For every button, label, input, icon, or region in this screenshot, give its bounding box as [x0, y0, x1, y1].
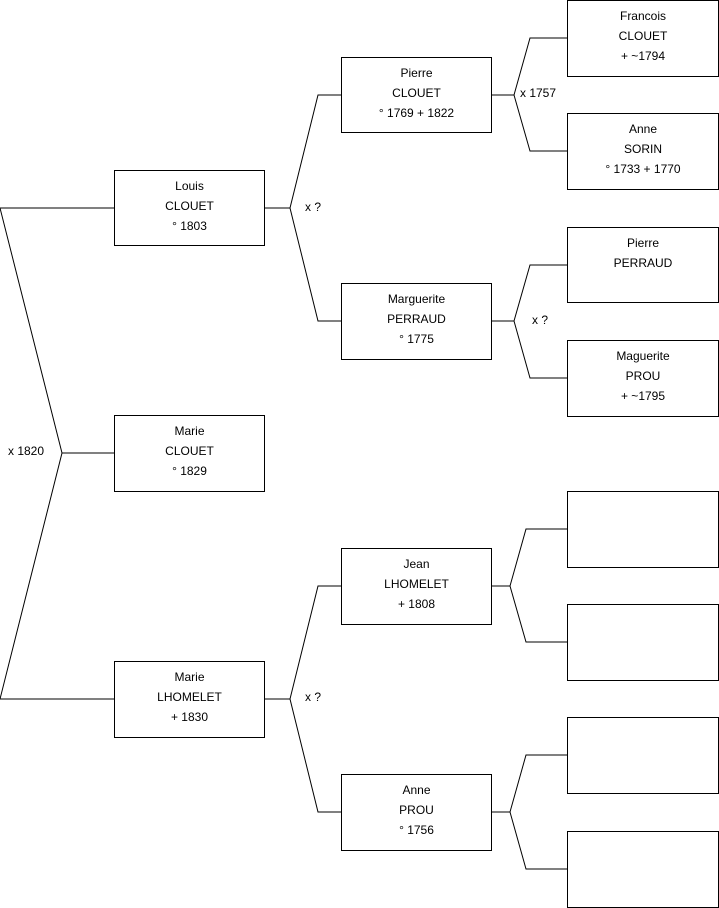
- life-dates: [568, 537, 718, 557]
- life-dates: ° 1756: [399, 823, 434, 837]
- life-dates: [568, 763, 718, 783]
- first-name: Jean: [403, 557, 430, 571]
- person-box-great-grandmother-2[interactable]: Maguerite PROU + ~1795: [567, 340, 719, 417]
- first-name: Francois: [619, 9, 666, 23]
- fork-maternal-upper: [289, 585, 341, 700]
- life-dates: + ~1795: [620, 389, 666, 403]
- person-box-root[interactable]: Marie CLOUET ° 1829: [114, 415, 265, 492]
- last-name: [568, 517, 718, 537]
- last-name: [568, 630, 718, 650]
- person-box-mother[interactable]: Marie LHOMELET + 1830: [114, 661, 265, 738]
- fork-maternal-lower: [289, 698, 341, 813]
- person-box-great-grandfather-2[interactable]: Pierre PERRAUD: [567, 227, 719, 303]
- last-name: PROU: [625, 369, 661, 383]
- life-dates: ° 1803: [172, 219, 207, 233]
- fork-paternal-lower: [289, 207, 341, 322]
- last-name: LHOMELET: [384, 577, 449, 591]
- life-dates: ° 1775: [399, 332, 434, 346]
- first-name: [568, 723, 718, 743]
- first-name: Marie: [174, 670, 205, 684]
- life-dates: ° 1829: [172, 464, 207, 478]
- fork-parents-lower: [0, 452, 114, 700]
- person-box-paternal-grandfather[interactable]: Pierre CLOUET ° 1769 + 1822: [341, 57, 492, 133]
- life-dates: + ~1794: [620, 49, 666, 63]
- person-box-great-grandfather-1[interactable]: Francois CLOUET + ~1794: [567, 0, 719, 77]
- person-box-great-grandfather-3[interactable]: [567, 491, 719, 568]
- marriage-label-ggp1: x 1757: [520, 86, 557, 100]
- first-name: Maguerite: [616, 349, 670, 363]
- person-box-great-grandmother-3[interactable]: [567, 604, 719, 681]
- first-name: Louis: [175, 179, 204, 193]
- first-name: [568, 837, 718, 857]
- first-name: Pierre: [400, 66, 433, 80]
- marriage-label-ggp2: x ?: [532, 313, 549, 327]
- last-name: CLOUET: [392, 86, 441, 100]
- last-name: [568, 857, 718, 877]
- last-name: CLOUET: [165, 199, 214, 213]
- last-name: CLOUET: [618, 29, 668, 43]
- life-dates: + 1830: [170, 710, 209, 724]
- first-name: [568, 610, 718, 630]
- fork-paternal-upper: [289, 94, 341, 209]
- last-name: SORIN: [623, 142, 662, 156]
- last-name: PERRAUD: [613, 256, 673, 270]
- person-box-paternal-grandmother[interactable]: Marguerite PERRAUD ° 1775: [341, 283, 492, 360]
- life-dates: ° 1769 + 1822: [378, 106, 455, 120]
- fork-parents-upper: [0, 207, 114, 454]
- first-name: Marguerite: [387, 292, 446, 306]
- last-name: PROU: [399, 803, 434, 817]
- first-name: Anne: [402, 783, 431, 797]
- first-name: Anne: [628, 122, 658, 136]
- last-name: LHOMELET: [157, 690, 222, 704]
- first-name: Pierre: [626, 236, 659, 250]
- marriage-label-parents: x 1820: [8, 444, 45, 458]
- person-box-maternal-grandmother[interactable]: Anne PROU ° 1756: [341, 774, 492, 851]
- last-name: PERRAUD: [387, 312, 446, 326]
- first-name: [568, 497, 718, 517]
- marriage-label-paternal: x ?: [305, 200, 322, 214]
- person-box-great-grandfather-4[interactable]: [567, 717, 719, 794]
- person-box-great-grandmother-1[interactable]: Anne SORIN ° 1733 + 1770: [567, 113, 719, 190]
- last-name: [568, 743, 718, 763]
- life-dates: ° 1733 + 1770: [605, 162, 681, 176]
- person-box-maternal-grandfather[interactable]: Jean LHOMELET + 1808: [341, 548, 492, 625]
- person-box-father[interactable]: Louis CLOUET ° 1803: [114, 170, 265, 246]
- life-dates: [568, 877, 718, 897]
- life-dates: [568, 650, 718, 670]
- life-dates: [568, 273, 718, 293]
- person-box-great-grandmother-4[interactable]: [567, 831, 719, 908]
- first-name: Marie: [174, 424, 205, 438]
- last-name: CLOUET: [165, 444, 214, 458]
- marriage-label-maternal: x ?: [305, 690, 322, 704]
- life-dates: + 1808: [397, 597, 436, 611]
